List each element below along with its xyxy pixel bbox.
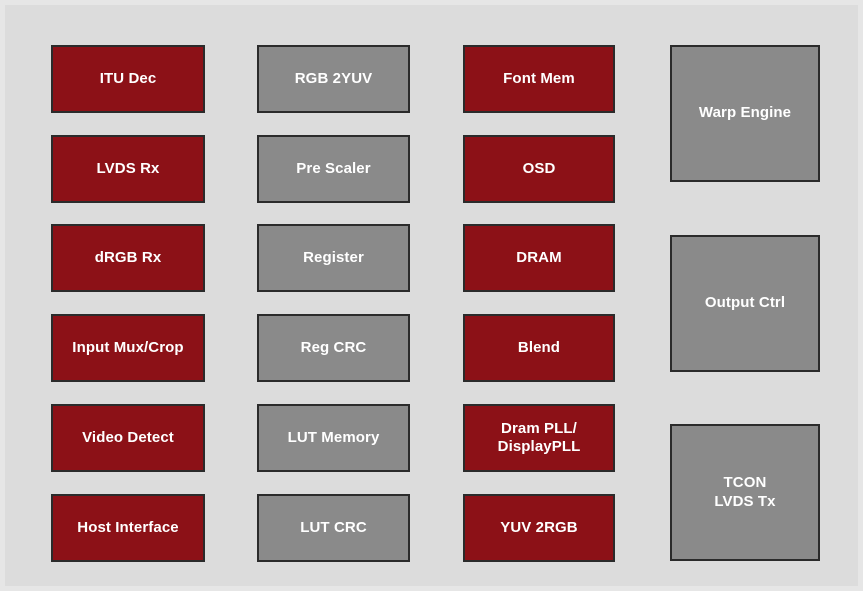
block-font-mem[interactable]: Font Mem <box>463 45 615 113</box>
block-label: Register <box>303 248 364 266</box>
block-itu-dec[interactable]: ITU Dec <box>51 45 205 113</box>
block-yuv-2rgb[interactable]: YUV 2RGB <box>463 494 615 562</box>
block-video-detect[interactable]: Video Detect <box>51 404 205 472</box>
block-label: LUT Memory <box>287 428 380 446</box>
block-label: Dram PLL/ DisplayPLL <box>497 419 581 455</box>
block-lut-crc[interactable]: LUT CRC <box>257 494 410 562</box>
block-label: YUV 2RGB <box>500 518 578 536</box>
block-label: Reg CRC <box>300 338 367 356</box>
block-rgb-2yuv[interactable]: RGB 2YUV <box>257 45 410 113</box>
block-dram[interactable]: DRAM <box>463 224 615 292</box>
block-tcon-lvds-tx[interactable]: TCON LVDS Tx <box>670 424 820 561</box>
block-blend[interactable]: Blend <box>463 314 615 382</box>
block-osd[interactable]: OSD <box>463 135 615 203</box>
block-label: Font Mem <box>503 69 575 87</box>
block-label: Output Ctrl <box>704 294 786 312</box>
block-input-mux-crop[interactable]: Input Mux/Crop <box>51 314 205 382</box>
block-label: Input Mux/Crop <box>72 338 184 356</box>
block-label: Blend <box>517 338 561 356</box>
block-label: DRAM <box>516 248 562 266</box>
block-lvds-rx[interactable]: LVDS Rx <box>51 135 205 203</box>
block-label: ITU Dec <box>99 69 157 87</box>
block-reg-crc[interactable]: Reg CRC <box>257 314 410 382</box>
block-pre-scaler[interactable]: Pre Scaler <box>257 135 410 203</box>
block-label: Host Interface <box>77 518 179 536</box>
block-warp-engine[interactable]: Warp Engine <box>670 45 820 182</box>
block-drgb-rx[interactable]: dRGB Rx <box>51 224 205 292</box>
block-label: LUT CRC <box>300 518 367 536</box>
block-label: Warp Engine <box>698 104 792 122</box>
block-label: Video Detect <box>82 428 174 446</box>
block-label: OSD <box>522 159 556 177</box>
block-label: LVDS Rx <box>96 159 160 177</box>
block-label: dRGB Rx <box>94 248 162 266</box>
block-output-ctrl[interactable]: Output Ctrl <box>670 235 820 372</box>
block-label: RGB 2YUV <box>294 69 373 87</box>
block-label: Pre Scaler <box>296 159 371 177</box>
block-host-interface[interactable]: Host Interface <box>51 494 205 562</box>
block-label: TCON LVDS Tx <box>714 474 776 510</box>
block-register[interactable]: Register <box>257 224 410 292</box>
block-dram-pll-displaypll[interactable]: Dram PLL/ DisplayPLL <box>463 404 615 472</box>
block-lut-memory[interactable]: LUT Memory <box>257 404 410 472</box>
